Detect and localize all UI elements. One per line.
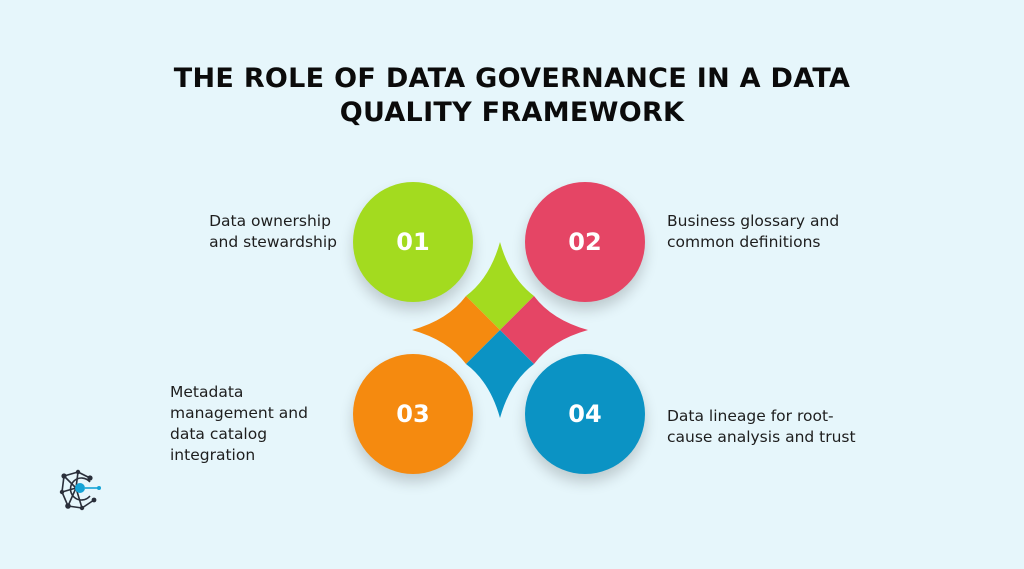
step-label-03: Metadata management and data catalog int… bbox=[170, 382, 308, 466]
center-petal-pink bbox=[500, 296, 588, 364]
step-number-01: 01 bbox=[396, 228, 430, 256]
step-number-04: 04 bbox=[568, 400, 602, 428]
center-star-shape bbox=[412, 242, 588, 418]
step-circle-02: 02 bbox=[525, 182, 645, 302]
step-label-02: Business glossary and common definitions bbox=[667, 211, 839, 253]
center-petal-green bbox=[466, 242, 534, 330]
step-label-04: Data lineage for root- cause analysis an… bbox=[667, 406, 856, 448]
title-line-1: THE ROLE OF DATA GOVERNANCE IN A DATA bbox=[173, 63, 851, 94]
step-label-03-line-4: integration bbox=[170, 446, 256, 464]
step-label-01: Data ownership and stewardship bbox=[209, 211, 337, 253]
step-label-02-line-2: common definitions bbox=[667, 233, 821, 251]
step-circle-04: 04 bbox=[525, 354, 645, 474]
step-label-01-line-1: Data ownership bbox=[209, 212, 331, 230]
network-c-logo-icon bbox=[59, 469, 101, 511]
step-number-02: 02 bbox=[568, 228, 602, 256]
step-label-04-line-1: Data lineage for root- bbox=[667, 407, 834, 425]
step-label-01-line-2: and stewardship bbox=[209, 233, 337, 251]
step-label-03-line-2: management and bbox=[170, 404, 308, 422]
step-label-02-line-1: Business glossary and bbox=[667, 212, 840, 230]
page-title: THE ROLE OF DATA GOVERNANCE IN A DATA QU… bbox=[0, 62, 1024, 130]
title-line-2: QUALITY FRAMEWORK bbox=[339, 97, 685, 128]
step-label-03-line-3: data catalog bbox=[170, 425, 268, 443]
step-circle-01: 01 bbox=[353, 182, 473, 302]
step-label-04-line-2: cause analysis and trust bbox=[667, 428, 856, 446]
center-petal-blue bbox=[466, 330, 534, 418]
step-label-03-line-1: Metadata bbox=[170, 383, 244, 401]
step-number-03: 03 bbox=[396, 400, 430, 428]
center-petal-orange bbox=[412, 296, 500, 364]
step-circle-03: 03 bbox=[353, 354, 473, 474]
